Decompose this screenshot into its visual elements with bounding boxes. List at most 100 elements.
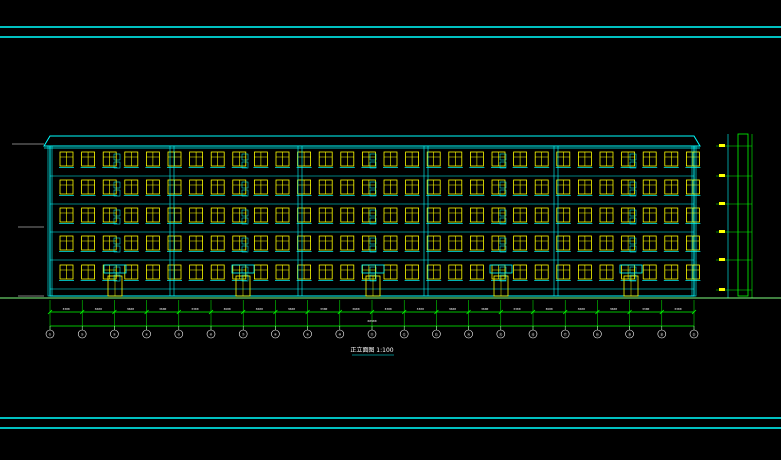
dim-tick xyxy=(595,309,600,315)
facade-window xyxy=(210,207,226,224)
facade-window xyxy=(620,179,636,196)
bay-dimension: 3300 xyxy=(417,307,424,311)
facade-window xyxy=(59,235,74,252)
facade-window xyxy=(318,207,334,224)
canopy xyxy=(619,264,643,274)
axis-circle xyxy=(238,329,248,339)
axis-marker: ⑲ xyxy=(625,326,634,339)
stair-window xyxy=(241,245,249,253)
facade-window xyxy=(404,179,420,196)
stair-window xyxy=(241,181,249,189)
canopy xyxy=(231,264,255,274)
stair-window xyxy=(241,161,249,169)
stair-window xyxy=(499,209,507,217)
bay-dimension: 3600 xyxy=(127,307,134,311)
axis-circle xyxy=(174,329,184,339)
stair-window xyxy=(369,245,377,253)
facade-window xyxy=(620,264,636,281)
axis-marker: ⑩ xyxy=(335,326,345,339)
axis-label: ⑳ xyxy=(660,332,663,337)
axis-marker: ⑮ xyxy=(496,326,506,339)
facade-window xyxy=(210,264,226,281)
facade-window xyxy=(642,264,658,281)
facade-window xyxy=(80,207,96,224)
facade-window xyxy=(642,235,658,252)
facade-window xyxy=(188,151,204,168)
facade-window xyxy=(491,207,506,224)
bay-dimension: 3600 xyxy=(256,307,263,311)
facade-window xyxy=(296,264,312,281)
drawing-frame xyxy=(0,26,781,429)
facade-window xyxy=(491,235,506,252)
facade-window xyxy=(491,179,506,196)
section-mark xyxy=(719,202,725,205)
facade-window xyxy=(145,264,161,281)
facade-window xyxy=(512,207,528,224)
facade-window xyxy=(59,207,74,224)
facade-window xyxy=(188,235,204,252)
stair-window xyxy=(499,245,507,253)
axis-label: ⑧ xyxy=(274,333,277,337)
facade-window xyxy=(447,235,463,252)
dim-tick xyxy=(240,309,246,315)
bay-dimension: 3300 xyxy=(62,307,69,311)
dim-tick xyxy=(208,309,214,315)
stair-window xyxy=(629,189,637,197)
facade-window xyxy=(426,179,442,196)
facade-window xyxy=(318,235,334,252)
facade-window xyxy=(253,151,269,168)
dim-tick xyxy=(176,309,182,315)
facade-window xyxy=(339,264,355,281)
facade-window xyxy=(361,179,377,196)
dim-tick xyxy=(691,309,697,315)
facade-window xyxy=(491,151,506,168)
facade-window xyxy=(80,179,96,196)
facade-window xyxy=(296,179,312,196)
axis-marker: ⑰ xyxy=(560,326,570,339)
axis-circle xyxy=(206,329,216,339)
stair-window xyxy=(369,181,377,189)
facade-window xyxy=(231,207,247,224)
axis-circle xyxy=(399,329,409,339)
facade-window xyxy=(512,151,528,168)
facade-window xyxy=(404,264,420,281)
stair-window xyxy=(113,217,121,225)
facade-window xyxy=(663,207,679,224)
facade-window xyxy=(577,179,593,196)
total-dimension: 60900 xyxy=(367,319,376,323)
facade-window xyxy=(210,179,226,196)
dim-tick xyxy=(337,309,343,315)
stair-window xyxy=(241,189,249,197)
facade-window xyxy=(123,264,139,281)
pilaster xyxy=(169,145,175,297)
axis-label: ⑰ xyxy=(564,332,567,337)
facade-window xyxy=(685,151,701,168)
facade-window xyxy=(577,151,593,168)
axis-label: ① xyxy=(49,333,52,337)
facade-window xyxy=(599,264,614,281)
facade-window xyxy=(642,179,658,196)
facade-window xyxy=(663,264,679,281)
bay-dimension: 3600 xyxy=(352,307,359,311)
dim-tick xyxy=(305,309,310,315)
axis-marker: ① xyxy=(45,326,55,339)
facade-window xyxy=(167,264,182,281)
facade-window xyxy=(663,151,679,168)
facade-window xyxy=(512,235,528,252)
facade-window xyxy=(167,179,182,196)
bay-dimension: 3600 xyxy=(449,307,456,311)
facade-window xyxy=(145,207,161,224)
facade-window xyxy=(383,264,398,281)
dim-tick xyxy=(273,309,278,315)
facade-window xyxy=(339,207,355,224)
axis-marker: ⑤ xyxy=(174,326,184,339)
bay-dimension: 3600 xyxy=(223,307,230,311)
facade-window xyxy=(469,264,485,281)
axis-label: ⑯ xyxy=(531,332,534,337)
stair-window xyxy=(113,153,121,161)
facade-window xyxy=(188,264,204,281)
stair-window xyxy=(369,161,377,169)
facade-window xyxy=(599,151,614,168)
facade-window xyxy=(426,264,442,281)
